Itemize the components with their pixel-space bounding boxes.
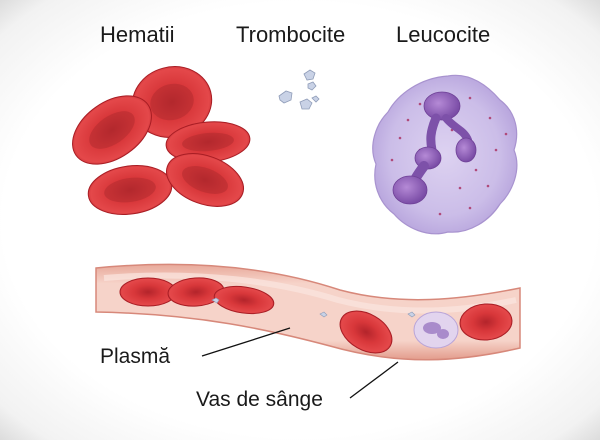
vessel-lumen-highlight [103,272,517,314]
platelet [299,98,313,110]
rbc-cell [72,95,152,165]
vessel-rbc [339,310,393,354]
leukocyte [372,74,518,235]
platelet [278,90,293,104]
vessel-rbc [459,303,513,341]
platelets [278,69,320,110]
platelet [303,69,316,81]
blood-vessel [95,263,521,361]
platelet [307,81,317,91]
rbc-cell [165,121,251,163]
rbc-cell [131,66,213,138]
label-vas-de-sange: Vas de sânge [196,388,323,411]
label-plasma: Plasmă [100,345,171,368]
leukocyte-nucleus [392,91,477,205]
vessel-rbc [213,285,275,315]
label-leucocite: Leucocite [396,22,491,47]
plasma-leader-line [201,327,291,357]
vessel-leader-line [349,361,399,399]
label-trombocite: Trombocite [236,22,346,47]
vessel-rbc [119,277,177,307]
red-blood-cells [72,66,251,215]
vessel-platelets [211,297,416,318]
rbc-cell [166,153,244,207]
label-hematii: Hematii [100,22,175,47]
platelet [311,95,320,103]
rbc-cell [87,165,173,215]
vessel-leukocyte [413,311,459,349]
